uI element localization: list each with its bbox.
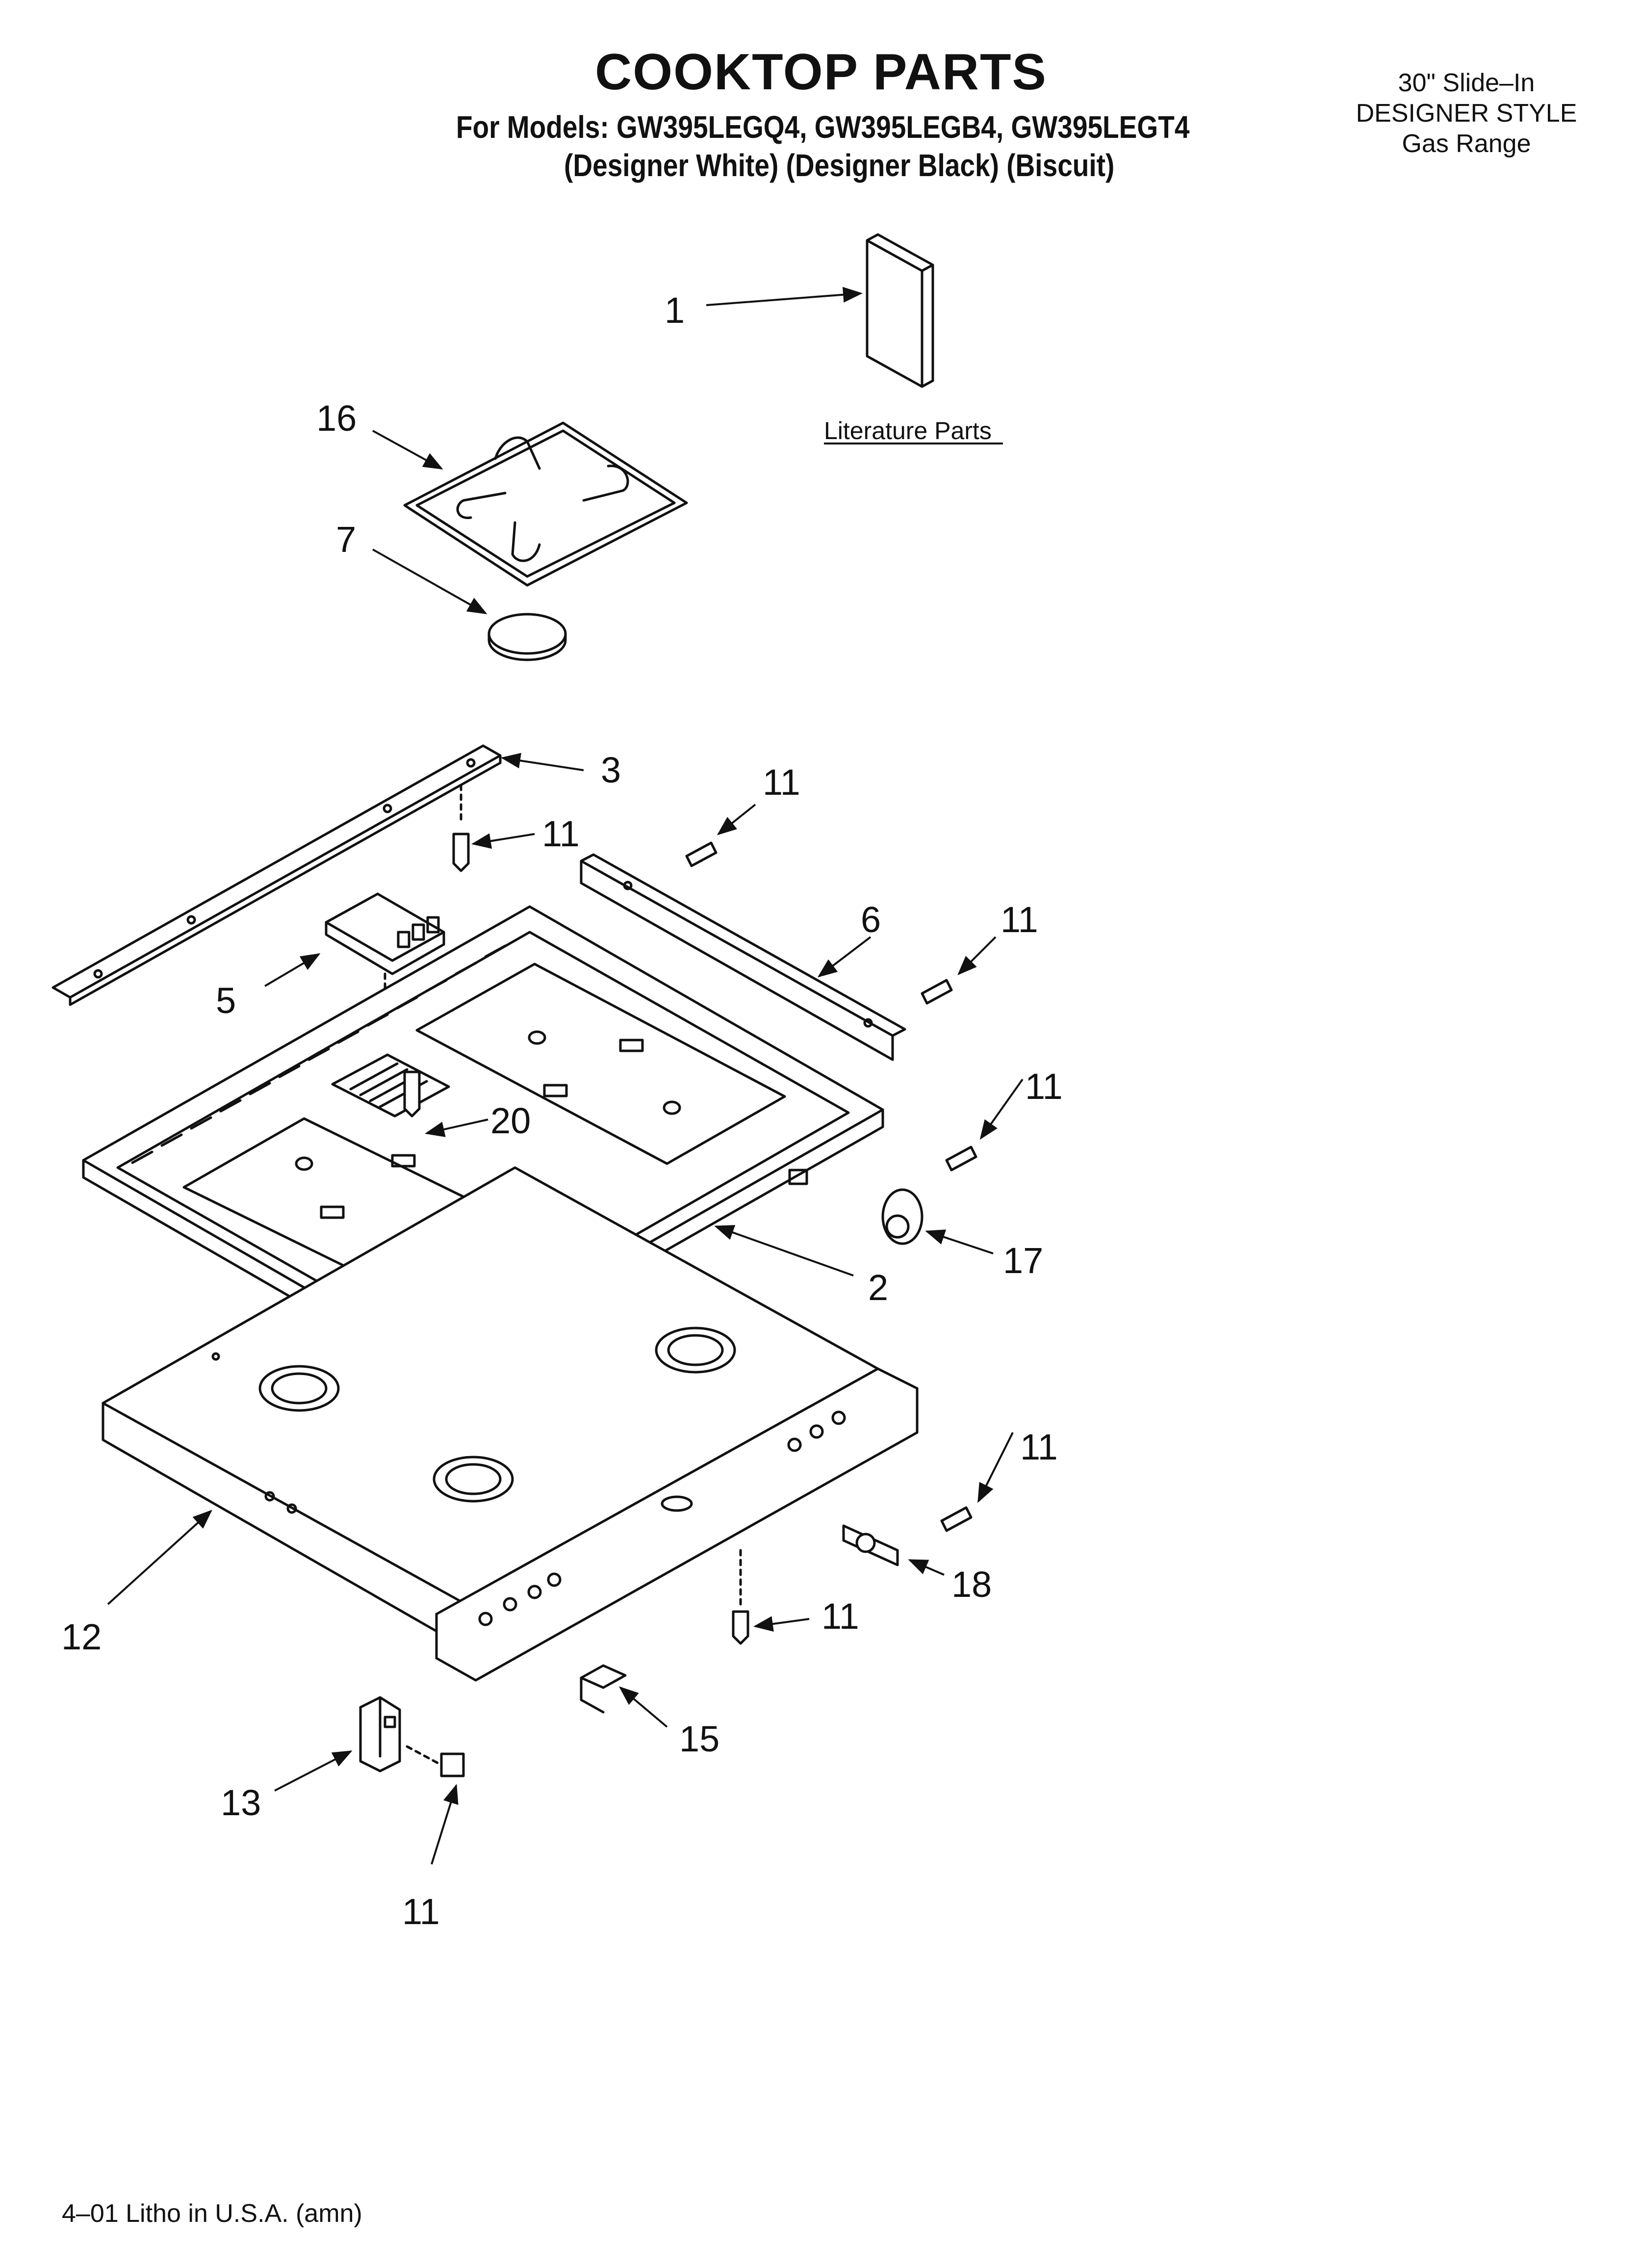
burner-cap xyxy=(487,613,567,661)
callout-11-lower-right: 11 xyxy=(1020,1427,1058,1467)
range-info: 30" Slide–In DESIGNER STYLE Gas Range xyxy=(1344,68,1589,159)
range-style: DESIGNER STYLE xyxy=(1356,99,1577,128)
literature-booklet xyxy=(866,233,934,388)
callout-15: 15 xyxy=(679,1719,719,1759)
limit-switch xyxy=(881,1188,924,1245)
anti-tip-bracket xyxy=(359,1696,401,1773)
range-type: Gas Range xyxy=(1402,130,1531,158)
screw-11-side-mid xyxy=(921,979,953,1005)
burner-grate xyxy=(403,421,688,587)
callout-11-side-top: 11 xyxy=(763,762,800,803)
screw-11-bottom xyxy=(732,1549,749,1645)
callout-11-right: 11 xyxy=(1025,1066,1063,1107)
side-trim-rail xyxy=(580,853,906,1061)
callout-2: 2 xyxy=(868,1267,888,1308)
callout-16: 16 xyxy=(316,398,357,439)
callout-5: 5 xyxy=(216,980,236,1021)
burner-box-base xyxy=(102,1166,919,1682)
cooktop-main-top xyxy=(82,905,884,1382)
callout-11-rear: 11 xyxy=(542,813,580,854)
screw-11-right xyxy=(945,1146,977,1172)
model-numbers: For Models: GW395LEGQ4, GW395LEGB4, GW39… xyxy=(456,109,1190,145)
callout-11-side-mid: 11 xyxy=(1001,899,1038,940)
callout-13: 13 xyxy=(221,1782,261,1823)
callout-11-bottom: 11 xyxy=(821,1596,859,1637)
page-title: COOKTOP PARTS xyxy=(595,44,1047,101)
callout-7: 7 xyxy=(336,519,356,560)
callout-18: 18 xyxy=(951,1564,992,1605)
callout-11-bracket: 11 xyxy=(402,1891,440,1932)
range-size: 30" Slide–In xyxy=(1398,69,1535,97)
callout-6: 6 xyxy=(861,899,881,940)
callout-1: 1 xyxy=(665,290,685,331)
screw-20 xyxy=(403,1070,421,1118)
thermal-switch xyxy=(842,1524,899,1566)
rear-trim-strip xyxy=(51,744,502,1006)
screw-11-side-top xyxy=(685,841,718,867)
callout-12: 12 xyxy=(61,1616,102,1657)
model-colors: (Designer White) (Designer Black) (Biscu… xyxy=(564,148,1115,183)
footer-print-info: 4–01 Litho in U.S.A. (amn) xyxy=(62,2199,362,2228)
screw-11-rear xyxy=(452,833,470,872)
callout-3: 3 xyxy=(601,750,621,790)
screw-11-lower-right xyxy=(940,1506,973,1532)
callout-17: 17 xyxy=(1003,1240,1043,1281)
literature-parts-label: Literature Parts xyxy=(824,417,992,444)
screw-11-bracket xyxy=(406,1745,465,1777)
callout-20: 20 xyxy=(490,1100,531,1141)
mounting-clip xyxy=(580,1664,627,1714)
